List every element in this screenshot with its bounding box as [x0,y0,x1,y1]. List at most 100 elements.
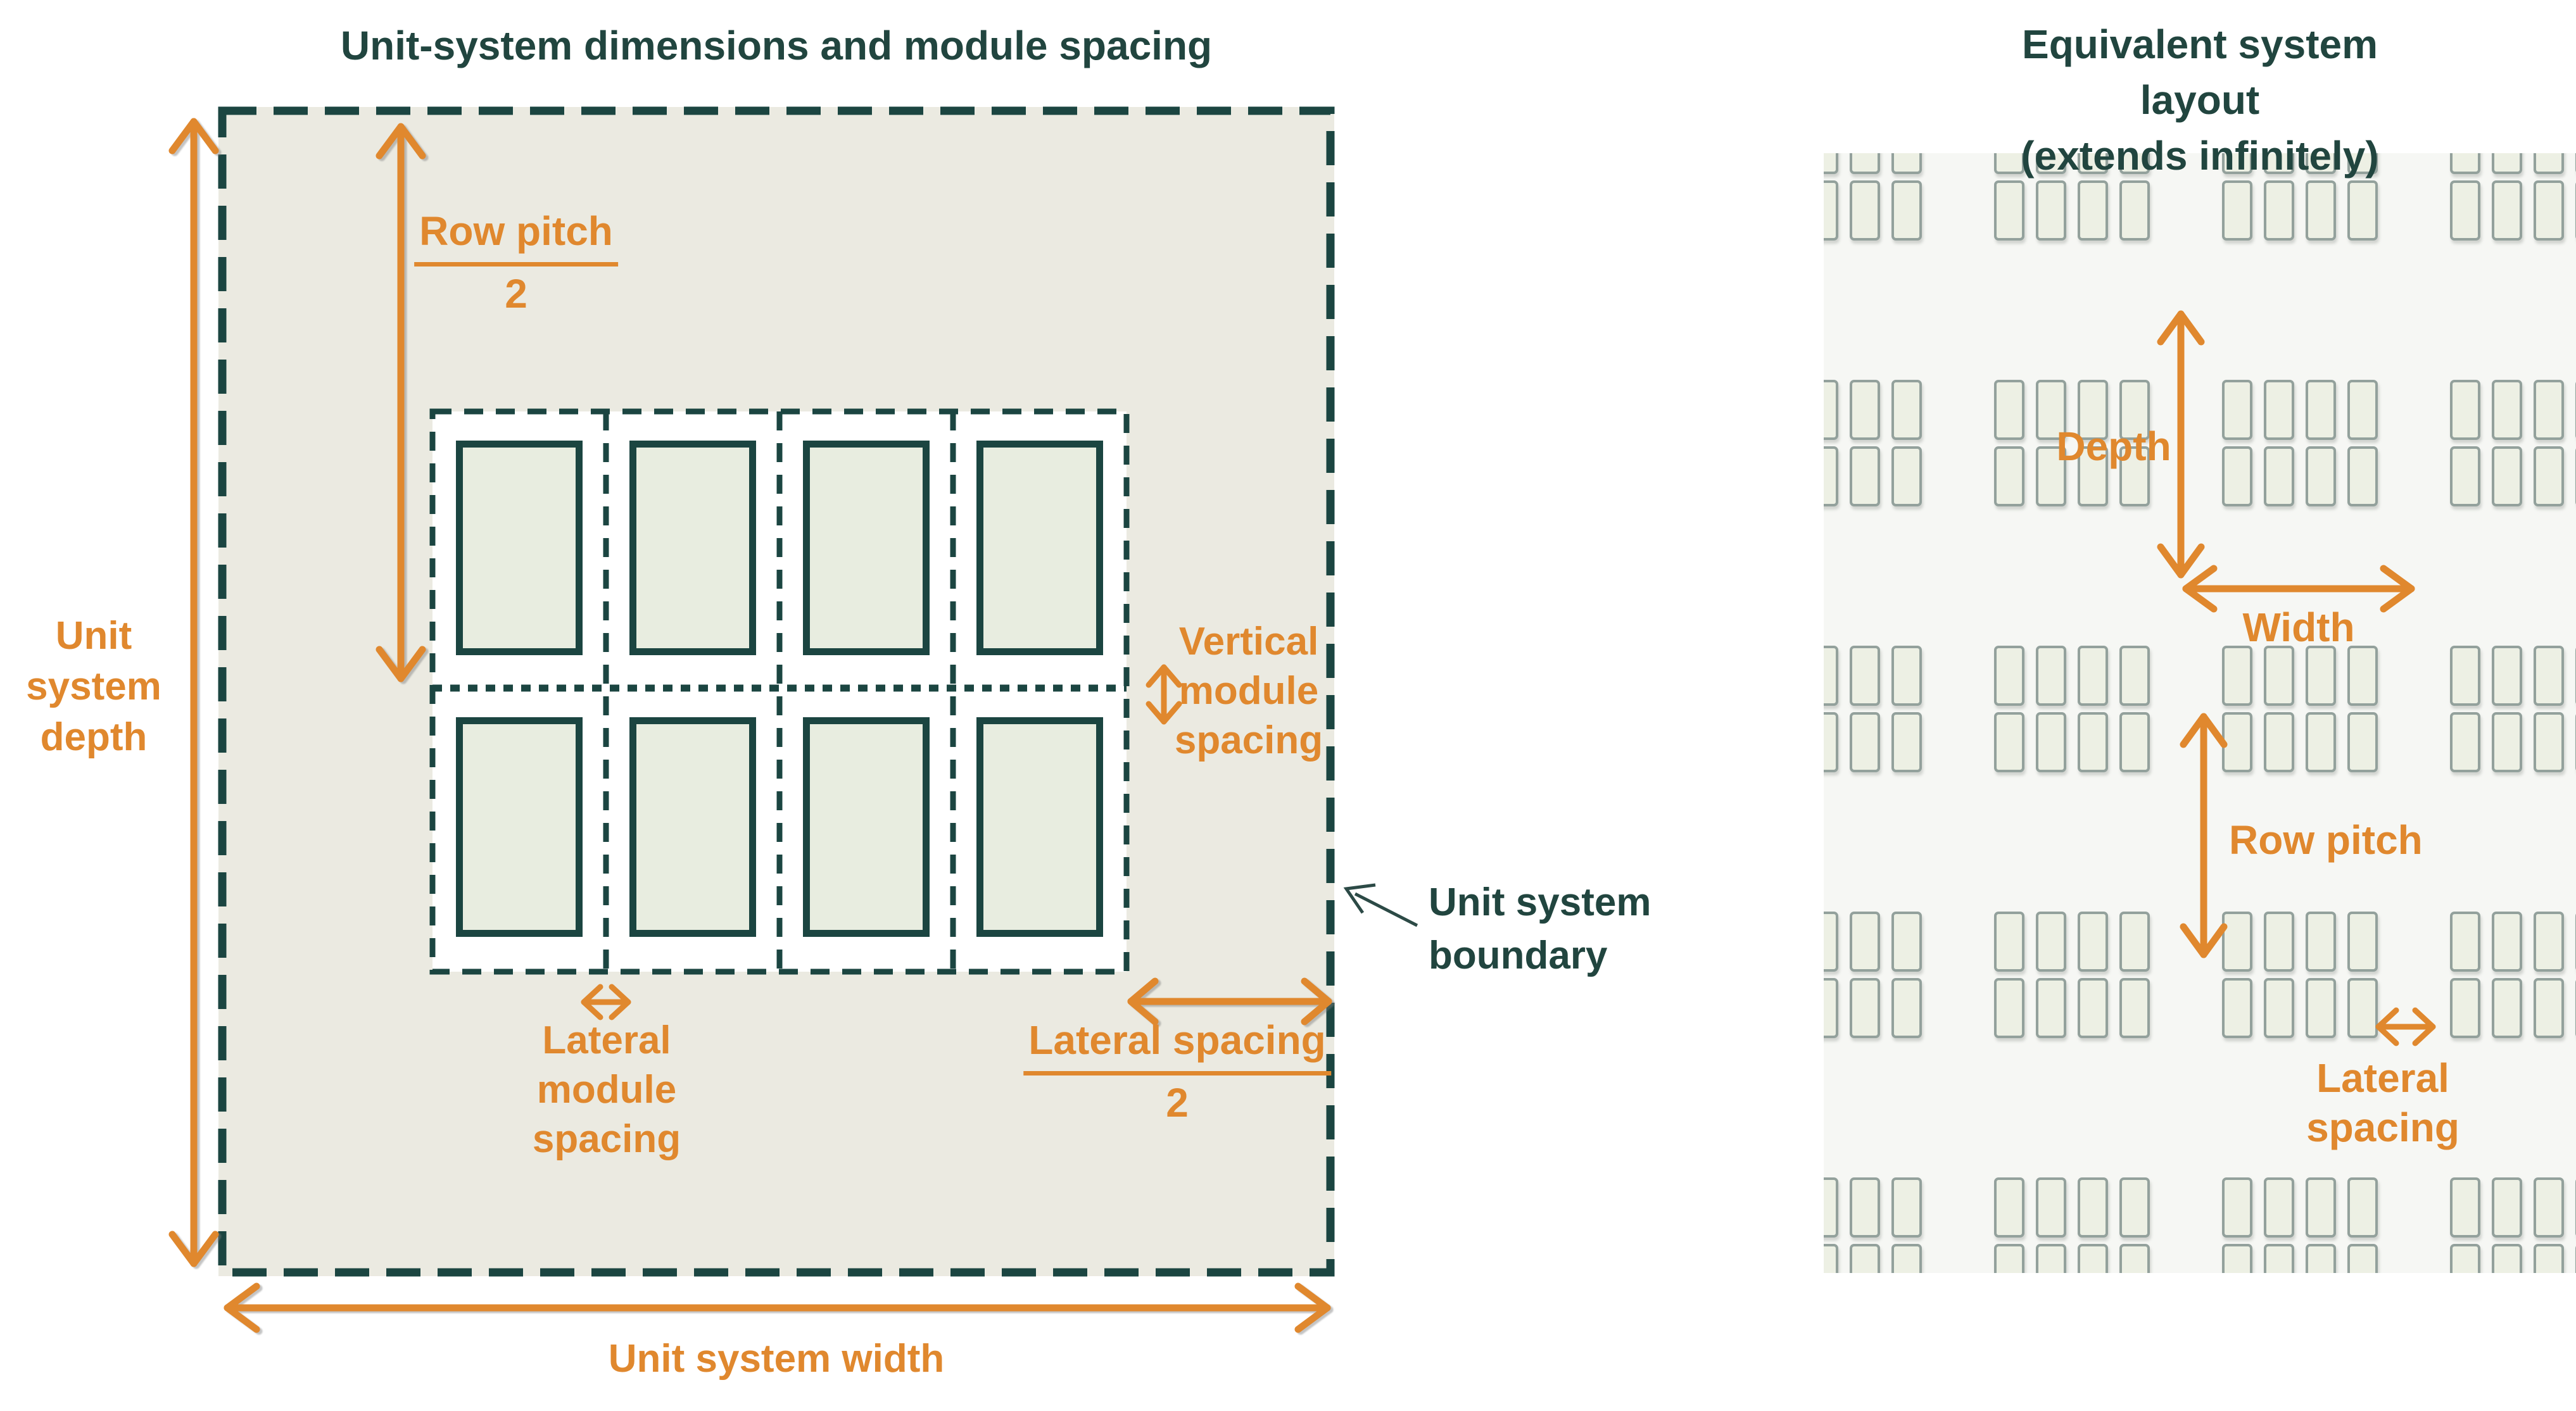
module-cell [2306,446,2336,506]
module-cell [2347,380,2378,440]
module-cell [1891,912,1922,972]
module-cell [2222,380,2252,440]
module-group [1824,912,1922,1038]
module-cell [2036,712,2066,772]
module-cell [1850,912,1880,972]
module-cell [2347,1244,2378,1273]
module-cell [1994,446,2024,506]
module-cell [2450,646,2480,706]
depth-label: Depth [2056,423,2171,469]
module-cell [2347,646,2378,706]
module-cell [2119,646,2150,706]
pv-module [976,717,1103,937]
module-group [2222,380,2378,506]
row-pitch-fraction-numerator: Row pitch [414,208,618,267]
left-diagram-title: Unit-system dimensions and module spacin… [340,23,1213,68]
lateral-spacing-fraction-denominator: 2 [1166,1080,1189,1126]
module-cell [1824,1177,1838,1238]
module-cell [1891,978,1922,1038]
module-cell [1824,978,1838,1038]
module-cell [2036,446,2066,506]
module-cell [2222,1244,2252,1273]
pv-module [803,717,930,937]
module-cell [2222,912,2252,972]
module-cell [2036,1244,2066,1273]
module-cell [2492,978,2522,1038]
module-cell [2078,1244,2108,1273]
module-cell [2222,1177,2252,1238]
module-cell [1850,380,1880,440]
module-cell [2534,446,2564,506]
module-group [1824,646,1922,772]
vertical-module-spacing-label: Vertical module spacing [1174,620,1323,762]
module-cell [2119,180,2150,241]
module-cell [2264,153,2294,174]
module-cell [1891,153,1922,174]
module-group [2450,912,2576,1038]
module-cell [2347,1177,2378,1238]
module-cell [1824,912,1838,972]
module-group [1994,1177,2150,1273]
module-cell [2492,1244,2522,1273]
module-cell [1824,380,1838,440]
module-cell [2036,978,2066,1038]
module-cell [2078,446,2108,506]
row-pitch-label: Row pitch [2229,817,2423,863]
unit-system-depth-arrow [168,118,219,1267]
module-cell [2078,153,2108,174]
row-pitch-fraction: Row pitch 2 [414,208,618,317]
module-group [2450,646,2576,772]
module-group [1994,380,2150,506]
module-cell [1891,1177,1922,1238]
module-cell [2036,180,2066,241]
module-cell [2347,180,2378,241]
module-cell [1850,646,1880,706]
boundary-pointer-arrow [1343,883,1418,927]
module-group [1994,153,2150,241]
module-cell [2222,446,2252,506]
module-cell [2222,712,2252,772]
module-cell [2119,380,2150,440]
module-cell [1824,153,1838,174]
module-cell [2534,1177,2564,1238]
pv-module [456,717,583,937]
module-cell [2119,1177,2150,1238]
pv-module [456,441,583,655]
module-cell [2264,1244,2294,1273]
module-cell [2036,1177,2066,1238]
module-cell [2306,646,2336,706]
module-array-region [432,411,1127,972]
module-cell [2078,978,2108,1038]
module-cell [2264,978,2294,1038]
module-cell [2492,153,2522,174]
module-cell [2078,1177,2108,1238]
module-cell [2036,912,2066,972]
module-cell [2450,180,2480,241]
lateral-spacing-fraction-numerator: Lateral spacing [1023,1017,1331,1075]
module-cell [2492,1177,2522,1238]
module-cell [2119,912,2150,972]
module-group [2222,646,2378,772]
module-cell [2534,1244,2564,1273]
module-cell [2222,978,2252,1038]
pv-module [803,441,930,655]
module-cell [2264,380,2294,440]
module-cell [1850,153,1880,174]
module-cell [2347,978,2378,1038]
module-cell [1891,446,1922,506]
unit-system-width-label: Unit system width [608,1337,945,1381]
module-cell [2534,912,2564,972]
module-group [2450,153,2576,241]
module-cell [2222,180,2252,241]
lateral-spacing-fraction: Lateral spacing 2 [1023,1017,1331,1126]
module-cell [2119,446,2150,506]
module-cell [2492,446,2522,506]
module-cell [2264,180,2294,241]
module-cell [1994,180,2024,241]
module-cell [2534,712,2564,772]
module-cell [2036,153,2066,174]
module-cell [2119,1244,2150,1273]
module-cell [1891,380,1922,440]
module-cell [2450,912,2480,972]
module-cell [2222,153,2252,174]
